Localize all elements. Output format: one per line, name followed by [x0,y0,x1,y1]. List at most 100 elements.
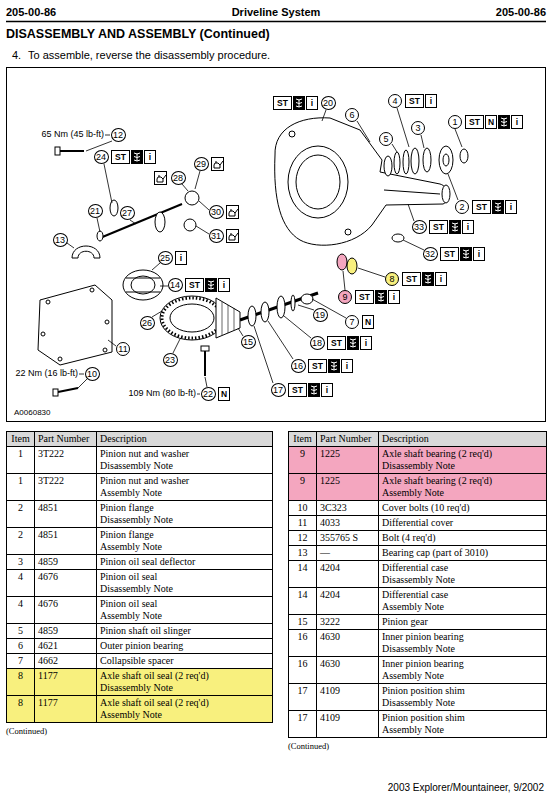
callout-number: 31 [209,229,224,243]
bearing-cap [72,246,100,258]
table-cell: Pinion nut and washerDisassembly Note [97,447,273,474]
cell-text: Inner pinion bearing [382,658,543,670]
node-text: 27 [122,209,132,218]
callout-number: 25 [158,251,173,265]
table-row: 16 4630Inner pinion bearingAssembly Note [289,657,547,684]
differential-cover [41,332,45,336]
table-cell: 6 [7,639,35,654]
cell-text: 5 [10,625,31,637]
symbol-box: ST [440,247,459,261]
symbol-box: i [473,247,485,261]
symbol-box: i [388,290,400,304]
node-text: N [221,390,227,399]
cell-text: 2 [10,529,31,541]
ring-gear [170,304,214,332]
table-cell: 4859 [35,624,97,639]
table-cell: Pinion flangeAssembly Note [97,528,273,555]
cell-text: Pinion nut and washer [100,475,269,487]
figure-frame [7,68,546,422]
table-header-row: ItemPart NumberDescription [289,432,547,447]
cell-text: 7 [10,655,31,667]
cell-text: Item [292,433,313,445]
differential-cover [46,300,50,304]
ring-gear [160,296,224,340]
axle-housing [275,118,449,245]
cell-text: 4676 [38,598,93,610]
cell-text: Description [100,433,269,445]
table-row: 13T222Pinion nut and washerAssembly Note [7,474,273,501]
parts-table: ItemPart NumberDescription91225Axle shaf… [288,431,547,738]
cell-text: 1225 [320,475,375,487]
cell-text: Assembly Note [382,670,543,682]
callout-number: 29 [194,157,209,171]
table-cell: Pinion position shimAssembly Note [379,711,547,738]
node-text: 10 [87,370,97,379]
pinion-nose-parts [403,150,409,174]
cell-text: Pinion flange [100,529,269,541]
cell-text: 3T222 [38,475,93,487]
symbol-box: i [175,251,187,265]
table-cell: Pinion oil sealAssembly Note [97,597,273,624]
manual-icon [376,291,387,304]
cell-text: Assembly Note [100,541,269,553]
manual-icon [132,151,143,164]
cell-text: 8 [10,670,31,682]
cell-text: — [320,547,375,559]
differential-case [131,276,155,294]
pinion-nose-parts [460,149,468,163]
symbol-box: ST [429,220,448,234]
cell-text: 4204 [320,562,375,574]
pinion-nose-parts [439,146,453,174]
symbol-box: ST [111,150,130,164]
table-cell: 3C323 [317,501,379,516]
axle-housing [289,131,295,137]
node-text: 5 [383,135,388,144]
cell-text: 16 [292,658,313,670]
cell-text: Axle shaft bearing (2 req'd) [382,475,543,487]
table-cell: 4676 [35,597,97,624]
manual-icon [331,362,337,370]
cell-text: Axle shaft oil seal (2 req'd) [100,670,269,682]
bearing-cap [72,246,100,258]
table-row: 74662Collapsible spacer [7,654,273,669]
table-cell: — [317,546,379,561]
bolts [53,389,58,396]
manual-icon [425,275,431,283]
callout-number: 17 [271,383,286,397]
cell-text: 3C323 [320,502,375,514]
torque-value: 65 Nm (45 lb-ft) [41,129,104,139]
cell-text: Assembly Note [382,601,543,613]
node-text: i [393,293,395,302]
table-cell: 4204 [317,588,379,615]
axle-housing [275,118,450,245]
cell-text: Disassembly Note [382,460,543,472]
table-cell: 4630 [317,657,379,684]
pinion-bearings [277,296,285,318]
cell-text: 4676 [38,571,93,583]
symbol-box: i [321,383,333,397]
cell-text: 6 [10,640,31,652]
manual-icon [376,291,387,304]
symbol-box: ST [327,336,346,350]
pinion-bearings [261,302,269,322]
spider-gears [110,200,118,216]
lubricant-icon [227,206,239,219]
table-cell: 4621 [35,639,97,654]
table-cell: Axle shaft bearing (2 req'd)Assembly Not… [379,474,547,501]
manual-icon [329,360,340,373]
manual-icon [348,337,359,350]
callout-number: 1 [448,115,462,129]
cell-text: 4630 [320,631,375,643]
table-cell: 1225 [317,474,379,501]
table-cell: 16 [289,630,317,657]
leader-line [67,108,462,388]
table-cell: Outer pinion bearing [97,639,273,654]
symbol-box: i [505,200,517,214]
cell-text: Disassembly Note [100,682,269,694]
callout-number: 9 [338,290,352,304]
table-cell: Pinion oil sealDisassembly Note [97,570,273,597]
node-text: N [365,318,371,327]
manual-icon [423,273,434,286]
cell-text: 4851 [38,529,93,541]
differential-cover [103,348,107,352]
